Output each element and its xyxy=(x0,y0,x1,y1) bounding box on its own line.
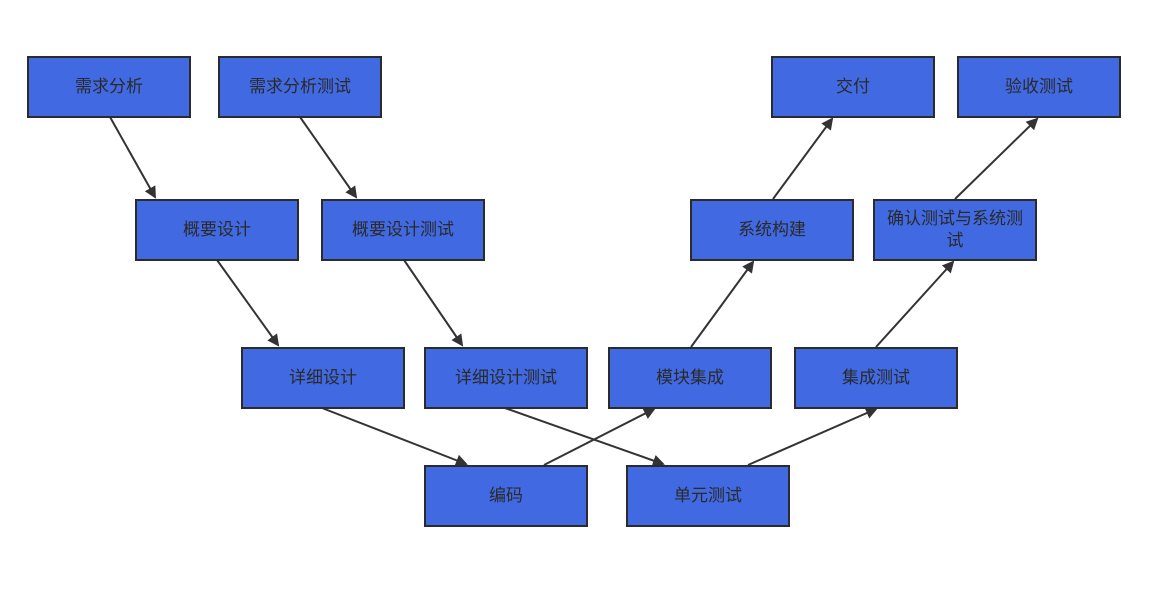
node-system-build[interactable]: 系统构建 xyxy=(690,199,854,261)
node-label: 模块集成 xyxy=(656,368,724,388)
node-label: 概要设计测试 xyxy=(352,220,454,240)
arrow-unit-test-to-integration-test xyxy=(747,407,878,466)
node-outline-design-test[interactable]: 概要设计测试 xyxy=(321,199,485,261)
node-label: 验收测试 xyxy=(1005,77,1073,97)
arrow-outline-to-detail xyxy=(216,259,280,347)
node-label: 单元测试 xyxy=(674,486,742,506)
node-label: 交付 xyxy=(836,77,870,97)
node-detailed-design[interactable]: 详细设计 xyxy=(241,347,405,409)
node-coding[interactable]: 编码 xyxy=(424,465,588,527)
arrow-req-test-to-outline-test xyxy=(299,116,358,199)
node-confirm-and-system-test[interactable]: 确认测试与系统测试 xyxy=(873,199,1037,261)
arrow-module-to-build xyxy=(690,260,755,348)
node-detailed-design-test[interactable]: 详细设计测试 xyxy=(424,347,588,409)
node-label: 需求分析 xyxy=(75,77,143,97)
arrow-confirm-to-acceptance xyxy=(954,117,1039,200)
arrow-coding-to-module xyxy=(543,408,656,466)
node-requirements-analysis[interactable]: 需求分析 xyxy=(27,56,191,118)
node-acceptance-test[interactable]: 验收测试 xyxy=(957,56,1121,118)
arrow-requirements-to-outline xyxy=(109,116,156,199)
node-unit-test[interactable]: 单元测试 xyxy=(626,465,790,527)
node-label: 确认测试与系统测试 xyxy=(887,209,1023,251)
node-label: 集成测试 xyxy=(842,368,910,388)
node-label: 概要设计 xyxy=(183,220,251,240)
arrow-detail-to-coding xyxy=(321,407,468,466)
node-delivery[interactable]: 交付 xyxy=(771,56,935,118)
node-integration-test[interactable]: 集成测试 xyxy=(794,347,958,409)
arrow-integration-test-to-confirm xyxy=(875,260,955,348)
node-label: 详细设计 xyxy=(289,368,357,388)
arrow-detail-test-to-unit-test xyxy=(504,407,665,467)
node-label: 需求分析测试 xyxy=(249,77,351,97)
node-label: 系统构建 xyxy=(738,220,806,240)
arrow-build-to-delivery xyxy=(772,117,834,200)
node-module-integration[interactable]: 模块集成 xyxy=(608,347,772,409)
node-requirements-analysis-test[interactable]: 需求分析测试 xyxy=(218,56,382,118)
node-outline-design[interactable]: 概要设计 xyxy=(135,199,299,261)
node-label: 编码 xyxy=(489,486,523,506)
arrow-outline-test-to-detail-test xyxy=(403,259,464,347)
node-label: 详细设计测试 xyxy=(455,368,557,388)
